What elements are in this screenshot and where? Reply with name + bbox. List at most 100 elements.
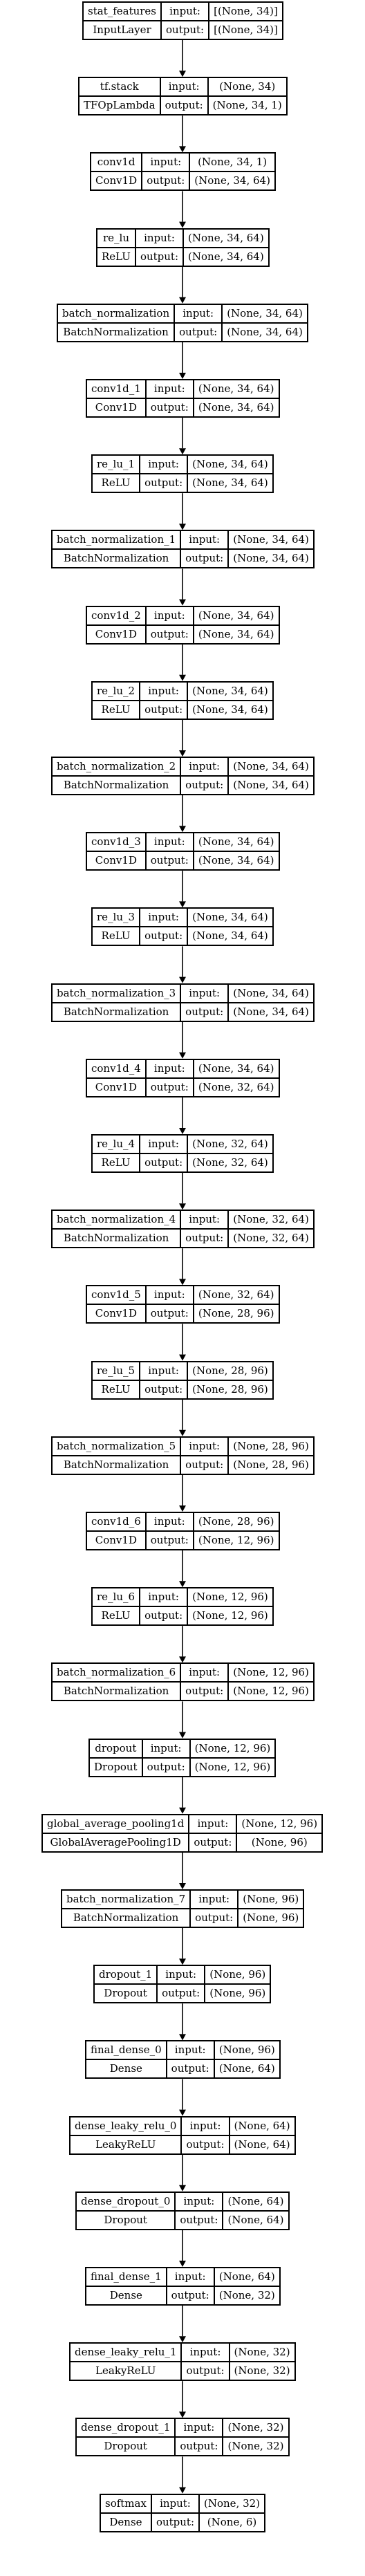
port-labels: input:output:: [146, 606, 194, 643]
shape-info: (None, 34, 64)(None, 34, 64): [188, 683, 272, 719]
layer-name: batch_normalization_3: [53, 985, 180, 1003]
edge-arrow-head: [179, 674, 186, 681]
edge-arrow-head: [179, 2411, 186, 2418]
input-label: input:: [182, 2118, 229, 2136]
shape-info: (None, 28, 96)(None, 28, 96): [229, 1438, 313, 1474]
shape-info: (None, 32, 64)(None, 32, 64): [188, 1136, 272, 1171]
layer-class: ReLU: [101, 1156, 131, 1169]
input-label: input:: [146, 1286, 193, 1306]
shape-info: [(None, 34)][(None, 34)]: [209, 3, 282, 39]
port-labels: input:output:: [140, 1362, 189, 1398]
port-labels: input:output:: [146, 380, 194, 416]
output-label: output:: [150, 401, 189, 414]
layer-class: ReLU: [101, 929, 131, 943]
layer-class: Conv1D: [95, 174, 138, 187]
input-shape: (None, 34, 64): [229, 758, 313, 777]
layer-name: conv1d_6: [87, 1513, 145, 1532]
layer-class: Dense: [109, 2289, 142, 2301]
port-labels: input:output:: [162, 3, 210, 39]
output-shape: (None, 12, 96): [198, 1534, 274, 1546]
shape-info: (None, 12, 96)(None, 12, 96): [190, 1740, 275, 1776]
edge-arrow-head: [179, 1429, 186, 1436]
shape-info: (None, 34, 64)(None, 34, 64): [194, 833, 279, 869]
shape-info: (None, 12, 96)(None, 12, 96): [188, 1588, 272, 1624]
edge-arrow-head: [179, 1807, 186, 1814]
input-shape: (None, 34, 64): [194, 607, 279, 626]
layer-class: TFOpLambda: [84, 99, 156, 112]
layer-name: conv1d_4: [87, 1060, 145, 1079]
edge-arrow-head: [179, 523, 186, 530]
layer-name: dense_leaky_relu_0: [71, 2118, 181, 2136]
layer-name: conv1d: [91, 154, 142, 173]
input-shape: (None, 34, 64): [194, 1060, 279, 1079]
output-label: output:: [162, 1987, 200, 2000]
input-label: input:: [146, 1060, 193, 1079]
edge-arrow-head: [179, 2109, 186, 2116]
output-shape: (None, 28, 96): [233, 1458, 309, 1471]
output-shape: (None, 34, 64): [233, 1005, 309, 1018]
input-shape: [(None, 34)]: [209, 3, 282, 21]
layer-name: dense_leaky_relu_1: [71, 2344, 181, 2363]
output-shape: (None, 34, 64): [198, 854, 274, 867]
port-labels: input:output:: [160, 78, 209, 115]
output-shape: (None, 32): [218, 2289, 275, 2301]
layer-class: ReLU: [101, 476, 131, 490]
output-shape: (None, 12, 96): [194, 1760, 271, 1773]
input-label: input:: [140, 1588, 187, 1608]
output-shape: (None, 64): [218, 2062, 275, 2075]
output-label: output:: [186, 2364, 225, 2378]
shape-info: (None, 32)(None, 6): [200, 2495, 265, 2531]
edge-arrow-head: [179, 2487, 186, 2494]
layer-name: stat_features: [84, 3, 161, 21]
output-shape: (None, 12, 96): [192, 1609, 268, 1622]
input-label: input:: [135, 230, 183, 248]
port-labels: input:output:: [182, 2117, 230, 2153]
edge-arrow-head: [179, 976, 186, 983]
output-shape: (None, 34, 1): [212, 99, 282, 112]
output-label: output:: [180, 2213, 218, 2226]
layer-name: conv1d_5: [87, 1286, 145, 1306]
edge-arrow-head: [179, 1128, 186, 1134]
output-label: output:: [185, 1458, 224, 1471]
edge-arrow-head: [179, 297, 186, 304]
edge-arrow-head: [179, 2336, 186, 2343]
edge-arrow-head: [179, 1052, 186, 1059]
layer-name: dense_dropout_1: [77, 2419, 175, 2438]
layer-class: Conv1D: [95, 854, 137, 867]
output-label: output:: [179, 325, 218, 338]
edge-arrow-head: [179, 901, 186, 908]
output-shape: (None, 34, 64): [192, 929, 268, 943]
input-label: input:: [151, 2495, 199, 2514]
layer-class: BatchNormalization: [63, 779, 169, 791]
shape-info: (None, 34, 64)(None, 34, 64): [229, 985, 313, 1021]
shape-info: (None, 64)(None, 64): [230, 2118, 294, 2153]
input-label: input:: [191, 1891, 238, 1909]
edge-arrow-head: [179, 1581, 186, 1588]
port-labels: input:output:: [146, 1059, 194, 1096]
